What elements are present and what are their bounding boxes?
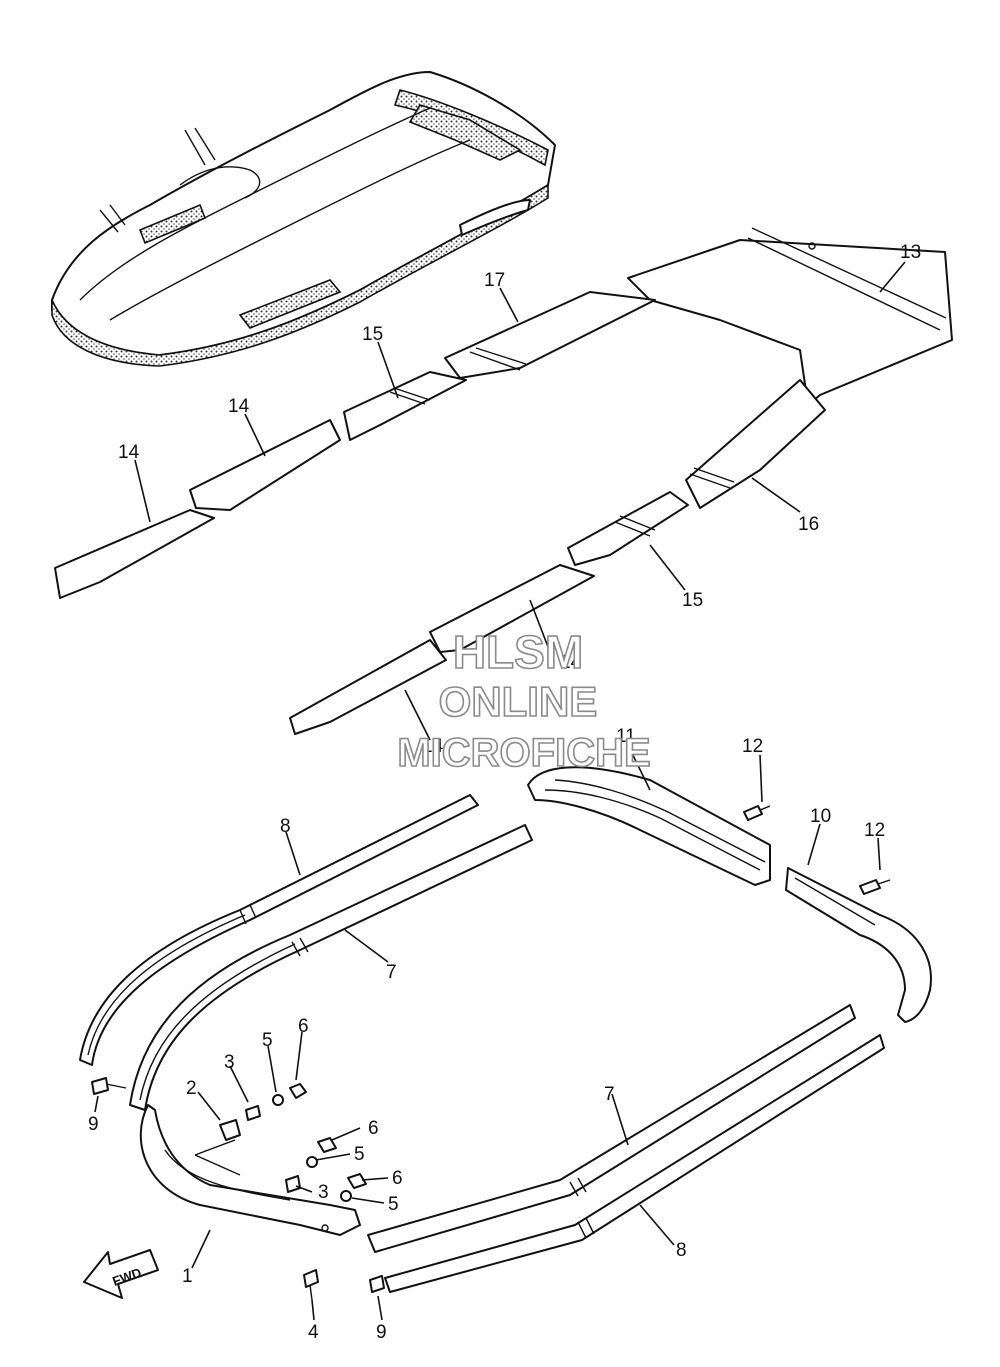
gunwale-parts [79,766,932,1301]
callout-6-c: 6 [392,1168,403,1189]
watermark-line-1: HLSM [453,626,583,678]
watercraft-overview [51,71,556,367]
watermark-line-2: ONLINE [439,678,598,725]
nut-6-b [317,1137,337,1153]
callout-3-a: 3 [224,1052,235,1073]
nut-6-c [347,1173,367,1189]
screw-9-lower [369,1275,385,1293]
mat-14-lower-right [429,564,595,653]
deck-mats [54,227,953,735]
bumper-1 [139,1104,361,1236]
mat-17 [444,291,656,379]
callout-14-c: 14 [560,652,582,673]
washer-5-a [272,1094,284,1106]
callout-11: 11 [616,726,636,747]
nut-6-a [289,1083,307,1099]
screw-4 [303,1269,319,1288]
callout-6-b: 6 [368,1118,379,1139]
rail-8-upper [79,794,479,1066]
screw-9-upper [91,1077,109,1095]
fwd-direction-arrow: FWD [83,1249,159,1299]
callout-10: 10 [810,806,831,827]
callout-15-upper: 15 [362,324,383,345]
corner-10 [785,867,932,1023]
mat-15-upper [343,371,467,441]
rivet-12-upper [743,805,763,821]
rail-7-lower [367,1004,856,1253]
callout-15-lower: 15 [682,590,703,611]
mat-14-upper-right [189,419,341,511]
mat-16 [685,379,826,509]
leader-lines [94,261,906,1321]
rivet-12-lower [859,879,881,895]
rail-7-upper [129,824,533,1111]
mat-15-lower [567,491,689,566]
bolt-3-lower [285,1175,301,1193]
callout-13: 13 [900,242,921,263]
callout-5-a: 5 [262,1030,273,1051]
callout-14-d: 14 [422,736,444,757]
washer-5-c [340,1190,352,1202]
callout-16: 16 [798,514,819,535]
callout-8-upper: 8 [280,816,291,837]
watermark-line-3: MICROFICHE [397,731,650,775]
callout-2: 2 [186,1078,197,1099]
watermark: HLSM ONLINE MICROFICHE [397,625,652,776]
callout-9-lower: 9 [376,1322,387,1343]
callout-12-b: 12 [864,820,885,841]
callout-8-lower: 8 [676,1240,687,1261]
washer-5-b [306,1156,318,1168]
callout-7-lower: 7 [604,1084,615,1105]
callout-7-upper: 7 [386,962,397,983]
rail-8-lower [384,1034,885,1293]
mat-14-upper-left [54,509,215,599]
callout-5-b: 5 [354,1144,365,1165]
bracket-2 [219,1119,241,1141]
bolt-3-upper [245,1105,261,1121]
callout-6-a: 6 [298,1016,309,1037]
callout-14-b: 14 [118,442,140,463]
callout-5-c: 5 [388,1194,399,1215]
callout-4: 4 [308,1322,319,1343]
callout-9-upper: 9 [88,1114,99,1135]
callout-14-a: 14 [228,396,250,417]
callout-1: 1 [182,1266,193,1287]
callout-17: 17 [484,270,505,291]
callout-3-b: 3 [318,1182,329,1203]
mat-14-lower-left [289,639,447,735]
corner-11 [527,766,771,886]
callout-12-a: 12 [742,736,763,757]
callout-labels: 13 17 15 14 14 16 15 14 14 11 12 10 12 8… [88,242,921,1343]
